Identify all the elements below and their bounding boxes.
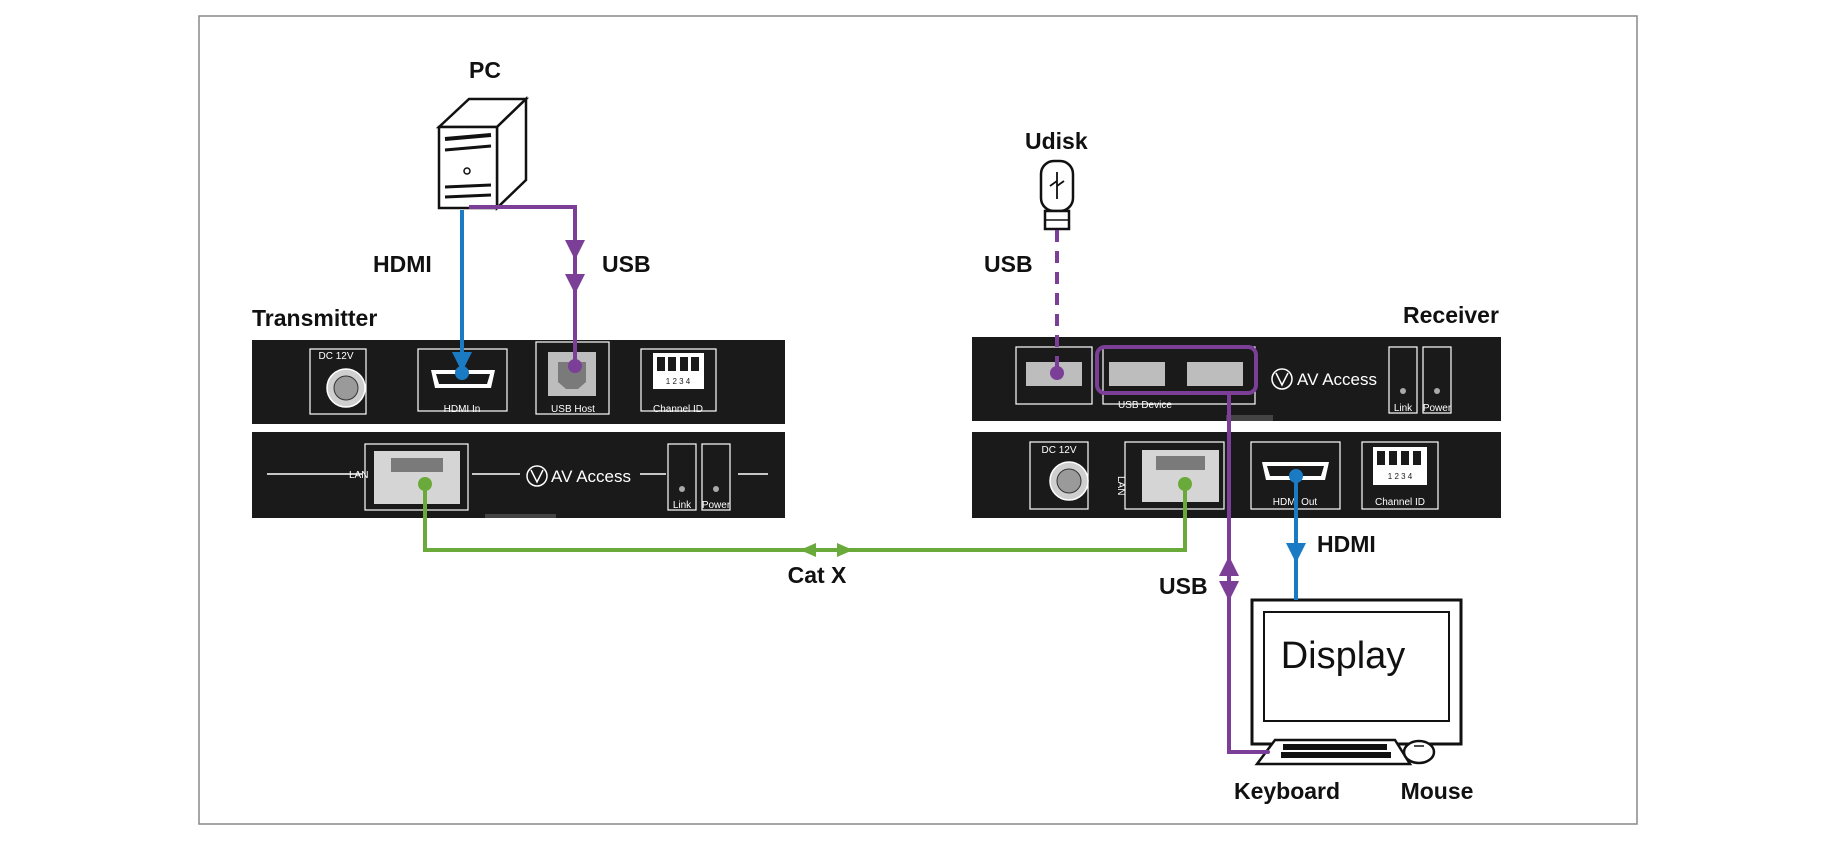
usb-flash-drive-icon xyxy=(1039,159,1075,231)
rx-usb-device-label: USB Device xyxy=(1118,400,1172,411)
receiver-bottom-panel: DC 12V LAN HDMI Out 1 2 3 4 Channel ID xyxy=(972,432,1501,518)
display-monitor-icon xyxy=(1250,598,1463,750)
rx-lan-dot xyxy=(1178,477,1192,491)
tx-lan-dot xyxy=(418,477,432,491)
rx-dip-numbers: 1 2 3 4 xyxy=(1388,472,1413,481)
receiver-label: Receiver xyxy=(1403,302,1499,328)
rx-keyboard-dot xyxy=(1266,750,1270,754)
mouse-label: Mouse xyxy=(1401,778,1474,804)
pc-label: PC xyxy=(469,57,501,83)
tx-hdmi-in-label: HDMI In xyxy=(444,404,481,415)
tx-hdmi-dot xyxy=(455,366,469,380)
keyboard-icon xyxy=(1254,738,1413,766)
transmitter-top-panel: DC 12V HDMI In USB Host 1 2 3 4 Channel … xyxy=(252,340,785,424)
mouse-icon xyxy=(1402,739,1436,765)
catx-link-label: Cat X xyxy=(788,562,847,588)
tx-link-label: Link xyxy=(673,500,692,511)
tx-hdmi-link-label: HDMI xyxy=(373,251,432,277)
rx-dc-label: DC 12V xyxy=(1041,445,1076,456)
tx-lan-label: LAN xyxy=(349,470,368,481)
rx-power-label: Power xyxy=(1423,403,1452,414)
rx-hdmi-dot xyxy=(1289,469,1303,483)
rx-usb-link-label: USB xyxy=(1159,573,1208,599)
tx-usb-link-label: USB xyxy=(602,251,651,277)
receiver-top-panel: USB Device AV Access Link Power xyxy=(972,337,1501,421)
rx-channel-id-label: Channel ID xyxy=(1375,497,1425,508)
rx-hdmi-link-label: HDMI xyxy=(1317,531,1376,557)
rx-link-label: Link xyxy=(1394,403,1413,414)
rx-lan-label: LAN xyxy=(1115,476,1126,495)
tx-usb-dot xyxy=(568,359,582,373)
tx-dc-label: DC 12V xyxy=(318,351,353,362)
rx-usb-device-highlight xyxy=(1095,345,1258,395)
tx-usb-host-label: USB Host xyxy=(551,404,595,415)
tx-usb-cable xyxy=(469,205,577,367)
display-label: Display xyxy=(1281,635,1406,677)
udisk-usb-link-label: USB xyxy=(984,251,1033,277)
udisk-usb-dot xyxy=(1050,366,1064,380)
rx-usb-cable xyxy=(1227,393,1268,754)
tx-power-label: Power xyxy=(702,500,731,511)
tx-dip-numbers: 1 2 3 4 xyxy=(666,377,691,386)
udisk-label: Udisk xyxy=(1025,128,1088,154)
tx-channel-id-label: Channel ID xyxy=(653,404,703,415)
transmitter-bottom-panel: LAN AV Access Link Power xyxy=(252,432,785,518)
pc-tower-icon xyxy=(435,96,530,211)
tx-brand-logo: AV Access xyxy=(551,467,631,486)
transmitter-label: Transmitter xyxy=(252,305,377,331)
rx-brand-logo: AV Access xyxy=(1297,370,1377,389)
keyboard-label: Keyboard xyxy=(1234,778,1340,804)
